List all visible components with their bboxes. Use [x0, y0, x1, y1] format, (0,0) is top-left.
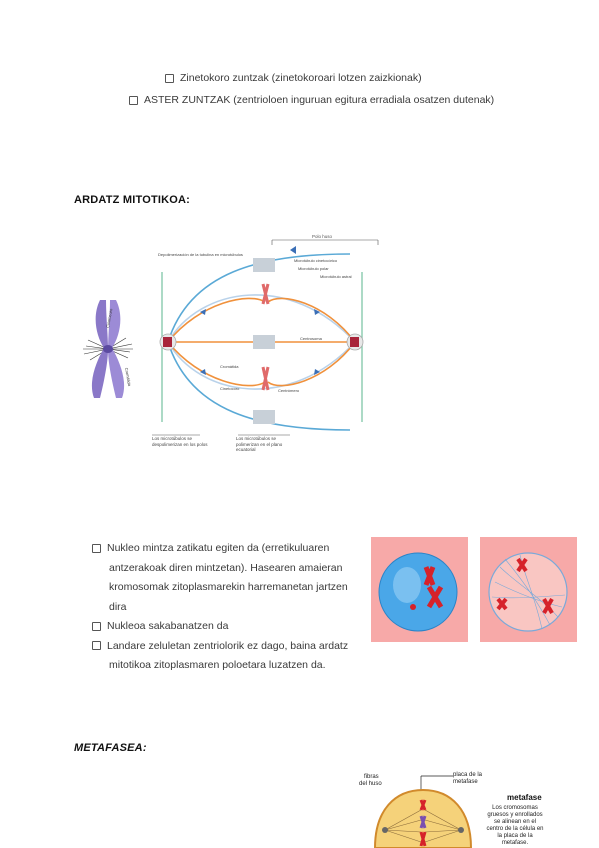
label-centromero: Centrómero	[278, 388, 300, 393]
label-polo-huso: Polo huso	[312, 234, 333, 239]
section-heading-metafasea: METAFASEA:	[74, 742, 147, 754]
svg-text:Los cromosomas: Los cromosomas	[492, 805, 538, 811]
list-item: Landare zeluletan zentriolorik ez dago, …	[92, 637, 362, 657]
label-centrosoma: Centrosoma	[300, 336, 323, 341]
prophase-list: Nukleo mintza zatikatu egiten da (erreti…	[92, 539, 362, 676]
svg-text:se alinean en el: se alinean en el	[494, 819, 536, 825]
label-placa-line2: metafase	[453, 779, 478, 785]
metaphase-figure: fibras del huso placa de la metafase met…	[359, 772, 544, 848]
caption-right: Los microtúbulos se polimerizan en el pl…	[236, 436, 283, 452]
label-fibras-line2: del huso	[359, 781, 382, 787]
checkbox-icon[interactable]	[92, 621, 101, 631]
label-mt-polar: Microtúbulo polar	[298, 266, 329, 271]
checkbox-icon[interactable]	[92, 543, 101, 553]
label-mt-cinetocoro: Microtúbulo cinetocórico	[294, 258, 338, 263]
prophase-cell-image-1	[371, 537, 468, 642]
checkbox-icon[interactable]	[129, 95, 138, 105]
list-item: Nukleo mintza zatikatu egiten da (erreti…	[92, 539, 362, 559]
section-heading-ardatz: ARDATZ MITOTIKOA:	[74, 194, 191, 206]
purple-chromosome-image: Cinetocoro Cromátida	[83, 300, 133, 398]
svg-text:centro de la célula en: centro de la célula en	[486, 826, 543, 832]
chrom-label-b: Cromátida	[124, 367, 132, 387]
caption-left: Los microtúbulos se despolimerizan en lo…	[152, 436, 208, 447]
metafase-title: metafase	[507, 793, 542, 802]
checkbox-icon[interactable]	[165, 73, 174, 83]
label-mt-astral: Microtúbulo astral	[320, 274, 352, 279]
label-cromatida: Cromátida	[220, 364, 239, 369]
svg-text:la placa de la: la placa de la	[497, 833, 533, 839]
checklist-item-kinetochore: Zinetokoro zuntzak (zinetokoroari lotzen…	[165, 72, 422, 84]
list-item: Nukleoa sakabanatzen da	[92, 617, 362, 637]
prophase-cell-image-2	[480, 537, 577, 642]
label-cinetocoro: Cinetocoro	[220, 386, 240, 391]
svg-text:metafase.: metafase.	[502, 840, 529, 846]
svg-text:gruesos y enrollados: gruesos y enrollados	[487, 812, 542, 818]
checklist-item-aster: ASTER ZUNTZAK (zentrioloen inguruan egit…	[129, 94, 494, 106]
label-fibras-line1: fibras	[364, 774, 379, 780]
checkbox-icon[interactable]	[92, 641, 101, 651]
label-depolim: Depolimerización de la tubulina en micro…	[158, 252, 243, 257]
mitotic-spindle-diagram: Polo huso Depolimerización de la tubulin…	[152, 234, 379, 452]
label-placa-line1: placa de la	[453, 772, 483, 778]
chrom-label-a: Cinetocoro	[105, 307, 113, 328]
